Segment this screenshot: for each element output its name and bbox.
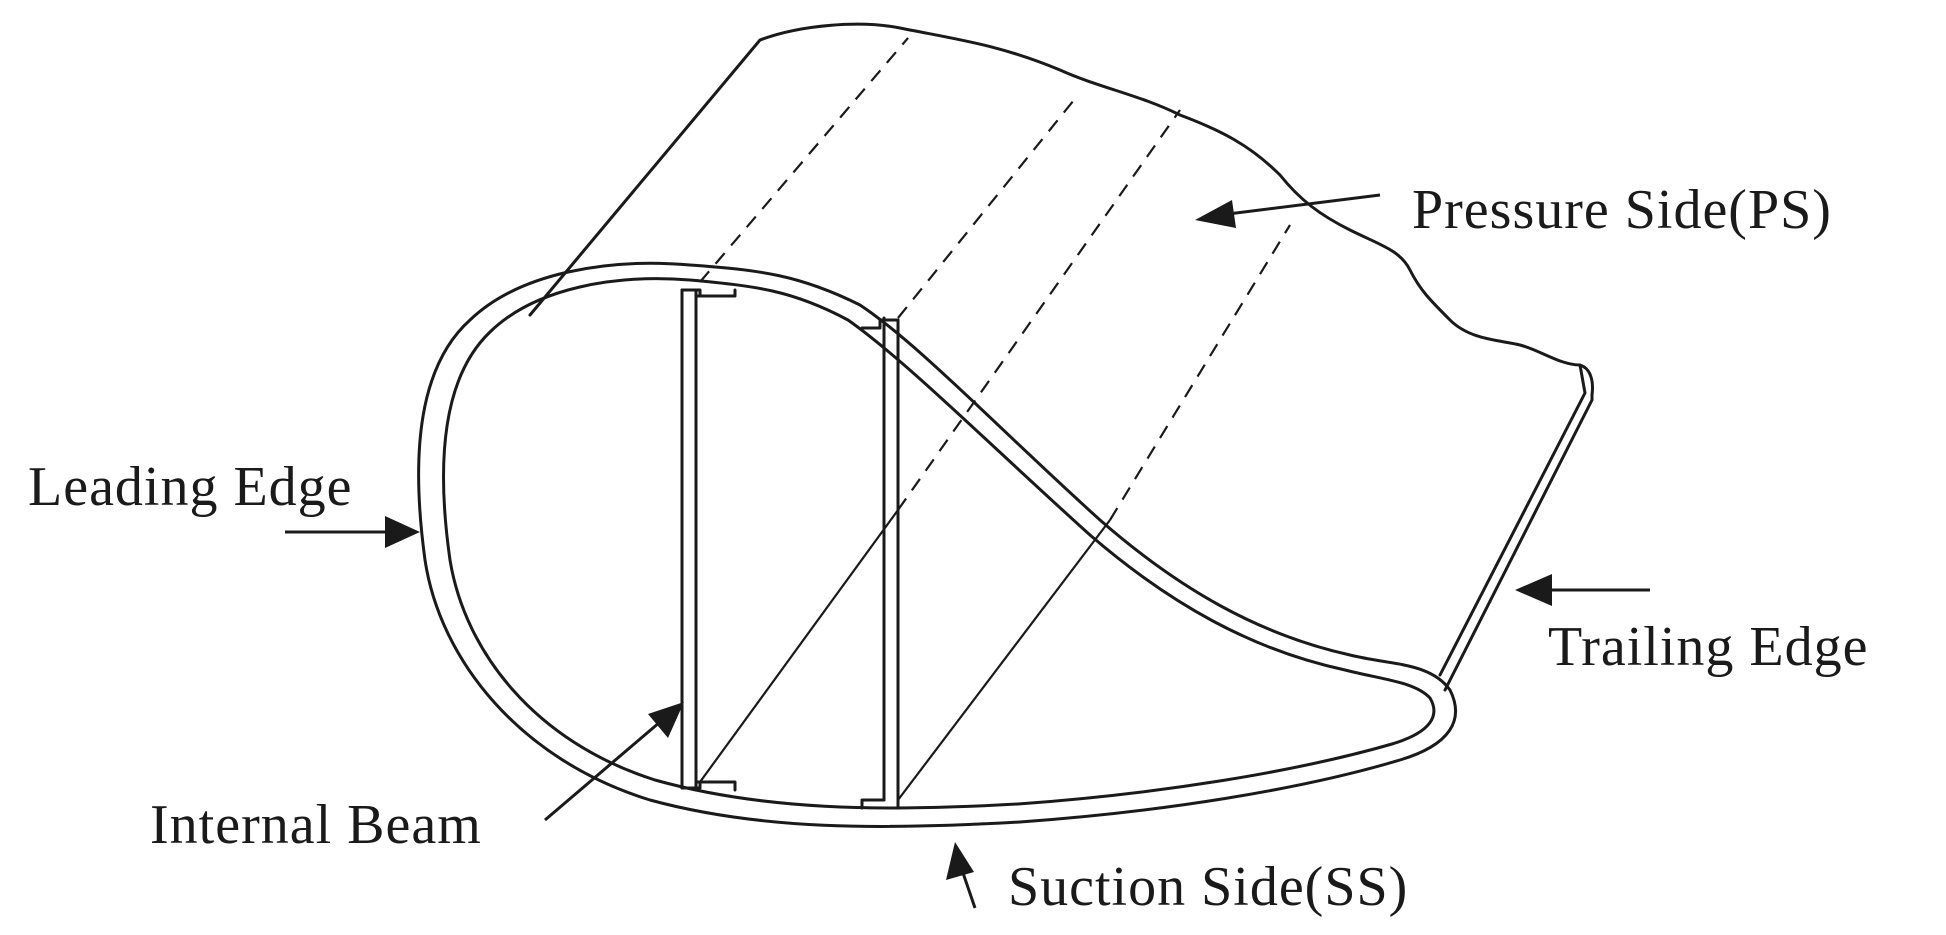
trailing-edge-strip <box>1443 393 1594 692</box>
suction-side-arrow-head <box>946 842 974 880</box>
hidden-line-4 <box>1109 224 1291 521</box>
airfoil-outer-profile <box>417 261 1457 829</box>
trailing-edge-strip-inner <box>1438 363 1587 677</box>
internal-beam-right-web <box>882 316 900 802</box>
internal-beam-left-web <box>680 288 698 792</box>
trailing-edge-arrow-head <box>1515 574 1552 606</box>
suction-side-label: Suction Side(SS) <box>1008 856 1408 918</box>
extrusion-line-interior-1 <box>699 509 899 783</box>
pressure-side-arrow-head <box>1195 200 1236 228</box>
trailing-edge-label: Trailing Edge <box>1548 616 1868 678</box>
airfoil-inner-profile <box>442 277 1436 810</box>
internal-beam-arrow-line <box>544 720 661 822</box>
leading-edge-arrow-head <box>385 516 420 548</box>
pressure-side-arrow-line <box>1219 193 1381 217</box>
leading-edge-label: Leading Edge <box>28 456 353 518</box>
internal-beam-left-flange <box>680 288 737 792</box>
suction-side-arrow-line <box>960 869 977 909</box>
hidden-line-2 <box>897 94 1079 319</box>
internal-beam-label: Internal Beam <box>150 794 482 856</box>
pressure-side-label: Pressure Side(PS) <box>1412 179 1832 241</box>
extrusion-line-leading <box>529 39 761 316</box>
hidden-line-3 <box>897 109 1181 511</box>
internal-beam-right-flange <box>860 318 902 810</box>
blade-top-cut-edge <box>528 22 1594 397</box>
extrusion-line-interior-2 <box>897 519 1111 801</box>
hidden-line-1 <box>699 37 909 283</box>
internal-beam-arrow-head <box>648 702 684 738</box>
